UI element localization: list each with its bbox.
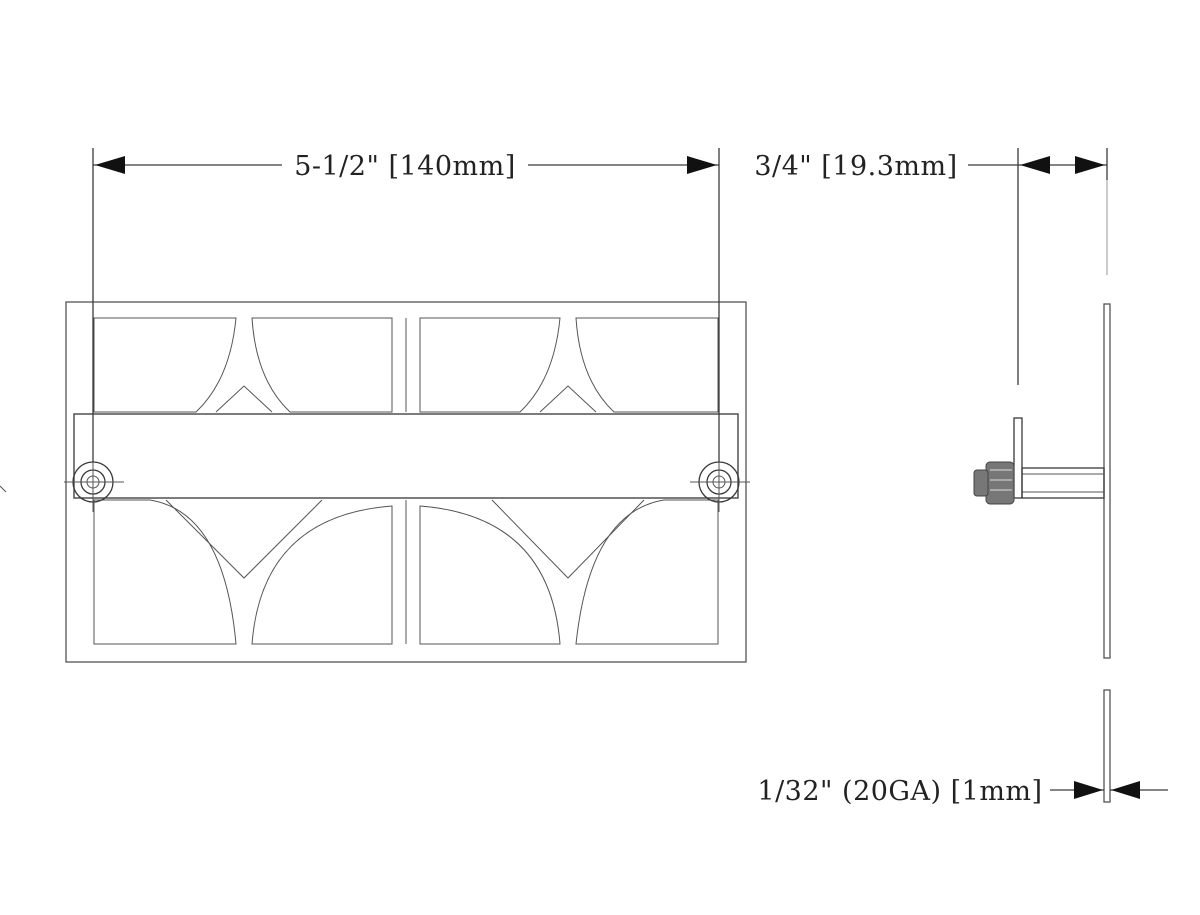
- projection-dimension: [968, 148, 1108, 385]
- front-view: [64, 148, 750, 663]
- side-screw-head: [985, 461, 1015, 505]
- diamond-top-left: [215, 385, 273, 413]
- width-dimension: [92, 148, 720, 462]
- edge-mark: [0, 485, 7, 493]
- side-view: [968, 148, 1168, 803]
- width-arrow-left: [95, 156, 125, 174]
- projection-arrow-right: [1075, 156, 1105, 174]
- thickness-arrow-left: [1074, 781, 1103, 799]
- side-bar-end: [1013, 417, 1023, 499]
- panel-bottom-2: [251, 505, 393, 645]
- pull-bar: [73, 413, 739, 499]
- panel-top-2: [251, 317, 393, 413]
- panel-top-1: [93, 317, 237, 413]
- projection-dimension-label: 3/4" [19.3mm]: [754, 151, 957, 182]
- panel-bottom-1: [93, 499, 237, 645]
- diamond-bottom-right: [491, 499, 645, 579]
- side-plate-lower: [1103, 689, 1111, 803]
- width-dimension-label: 5-1/2" [140mm]: [294, 151, 516, 182]
- projection-arrow-left: [1020, 156, 1050, 174]
- diamond-bottom-left: [165, 499, 323, 579]
- width-arrow-right: [687, 156, 717, 174]
- panel-bottom-3: [419, 505, 561, 645]
- panel-bottom-4: [575, 499, 719, 645]
- thickness-arrow-right: [1111, 781, 1140, 799]
- diamond-top-right: [539, 385, 597, 413]
- panel-top-4: [575, 317, 719, 413]
- side-post: [1021, 467, 1105, 499]
- panel-top-3: [419, 317, 561, 413]
- thickness-dimension-label: 1/32" (20GA) [1mm]: [757, 776, 1042, 807]
- thickness-dimension: [1050, 781, 1168, 799]
- lattice-pattern: [93, 317, 719, 645]
- side-plate-upper: [1103, 303, 1111, 659]
